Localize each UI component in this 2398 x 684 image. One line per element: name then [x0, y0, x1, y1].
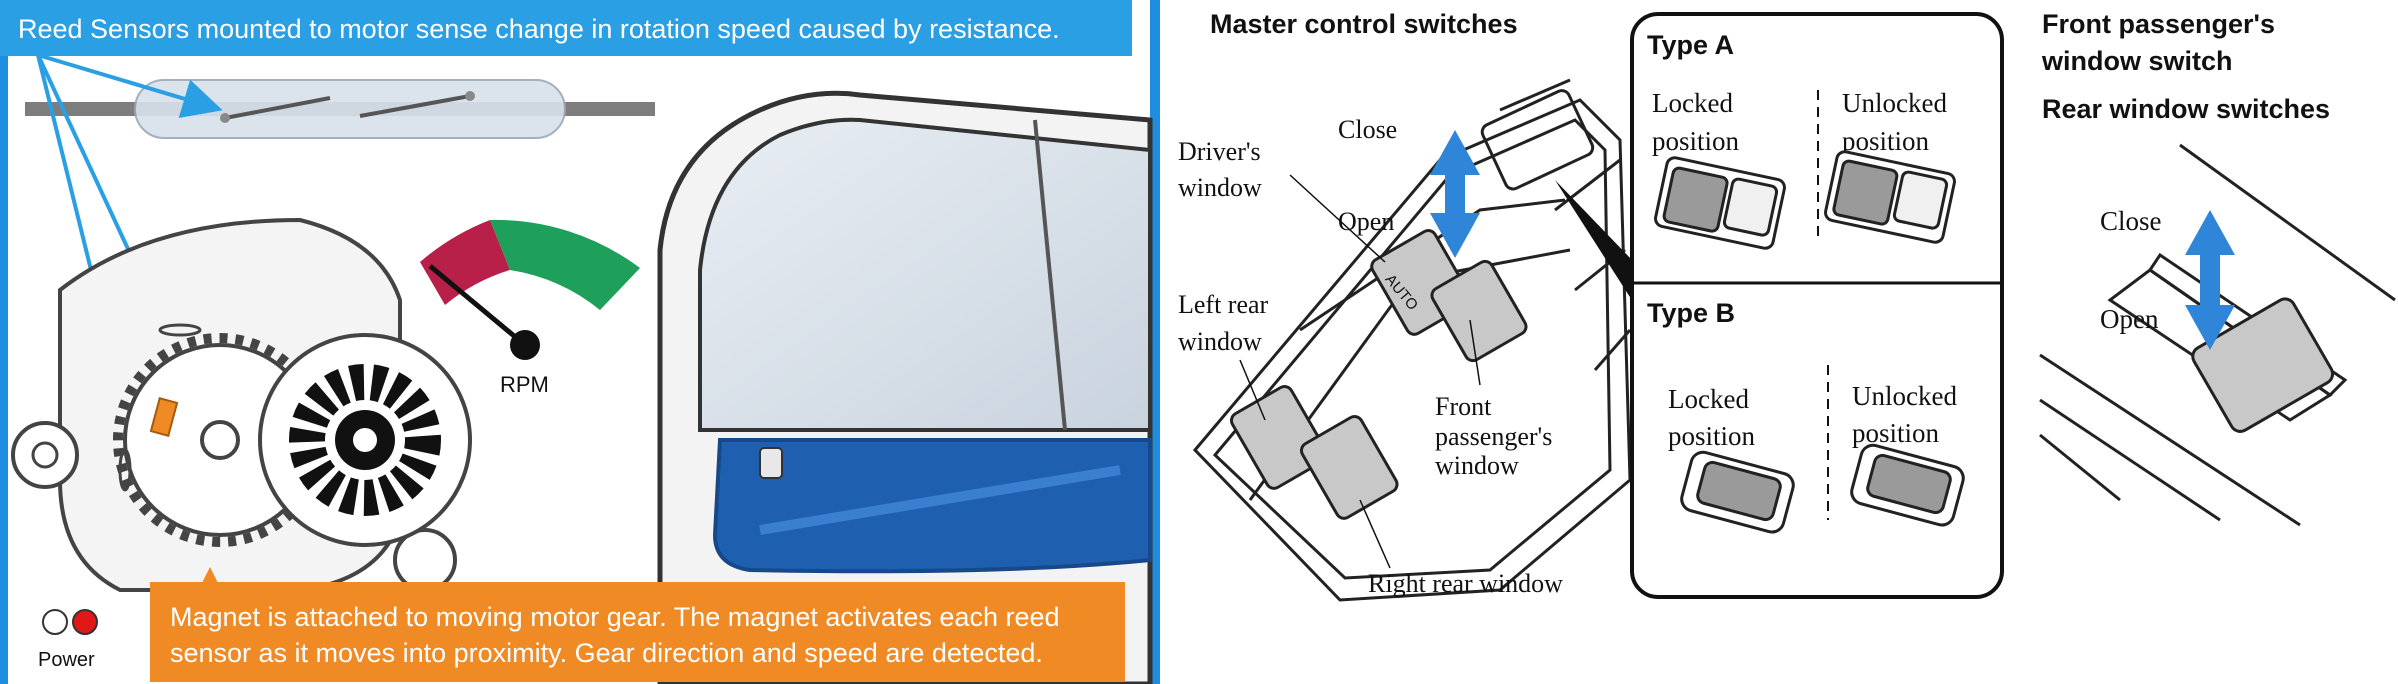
front-passenger-master-switch — [1430, 259, 1528, 363]
left-rear-master-switch — [1229, 385, 1329, 490]
front-passengers-window-label-line1: Front — [1435, 392, 1492, 421]
left-panel: Reed Sensors mounted to motor sense chan… — [0, 0, 1160, 684]
power-label: Power — [38, 649, 95, 671]
rear-close-open-arrow — [2185, 210, 2235, 350]
rear-switches-title: Rear window switches — [2042, 94, 2330, 124]
reed-sensor-top — [158, 323, 202, 337]
type-b-unlocked-line2: position — [1852, 418, 1940, 448]
right-rear-window-label: Right rear window — [1368, 569, 1563, 598]
type-a-locked-line2: position — [1652, 126, 1740, 156]
rear-close-label: Close — [2100, 206, 2162, 236]
master-labels: Close Open Driver's window Left rear win… — [1178, 115, 1563, 598]
top-caption-banner — [0, 0, 1132, 56]
bottom-caption-line2: sensor as it moves into proximity. Gear … — [170, 638, 1043, 668]
type-a-locked-line1: Locked — [1652, 88, 1733, 118]
master-close-open-arrow — [1430, 130, 1480, 258]
master-close-label: Close — [1338, 115, 1397, 144]
left-rear-window-label-line1: Left rear — [1178, 290, 1269, 319]
rear-window-switch — [2191, 297, 2335, 433]
type-a-unlocked-switch — [1824, 150, 1956, 244]
front-passengers-window-label-line2: passenger's — [1435, 422, 1552, 451]
right-panel: Master control switches AUTO — [1178, 9, 2396, 602]
type-b-locked-line2: position — [1668, 421, 1756, 451]
type-b-locked-line1: Locked — [1668, 384, 1749, 414]
master-open-label: Open — [1338, 207, 1394, 236]
front-passenger-switch-title-line2: window switch — [2041, 46, 2233, 76]
type-a-unlocked-line1: Unlocked — [1842, 88, 1947, 118]
lock-types-box: Type A Locked position Unlocked position… — [1630, 12, 2004, 599]
rpm-gauge: RPM — [420, 219, 640, 397]
right-rear-master-switch — [1299, 415, 1399, 520]
callout-pointer — [1555, 180, 1635, 305]
type-b-title: Type B — [1647, 298, 1735, 328]
type-b-unlocked-line1: Unlocked — [1852, 381, 1957, 411]
type-b-locked-switch — [1680, 450, 1795, 534]
rear-open-label: Open — [2100, 304, 2159, 334]
type-b-unlocked-switch — [1850, 443, 1965, 527]
top-caption-text: Reed Sensors mounted to motor sense chan… — [18, 14, 1060, 44]
power-indicator: Power — [38, 609, 98, 671]
rpm-label: RPM — [500, 372, 549, 397]
type-a-title: Type A — [1647, 30, 1734, 60]
type-a-unlocked-line2: position — [1842, 126, 1930, 156]
type-a-locked-switch — [1654, 156, 1786, 250]
drivers-window-label-line2: window — [1178, 173, 1262, 202]
reed-sensor-side — [118, 448, 132, 492]
drivers-window-label-line1: Driver's — [1178, 137, 1261, 166]
bottom-caption-line1: Magnet is attached to moving motor gear.… — [170, 602, 1060, 632]
left-rear-window-label-line2: window — [1178, 327, 1262, 356]
master-switches: AUTO — [1229, 229, 1528, 520]
bottom-caption-banner — [150, 582, 1125, 682]
master-control-title: Master control switches — [1210, 9, 1518, 39]
magnet — [149, 397, 179, 437]
front-passengers-window-label-line3: window — [1435, 451, 1519, 480]
car-door — [657, 90, 1153, 684]
front-passenger-switch-title-line1: Front passenger's — [2042, 9, 2275, 39]
motor-housing — [11, 217, 472, 592]
